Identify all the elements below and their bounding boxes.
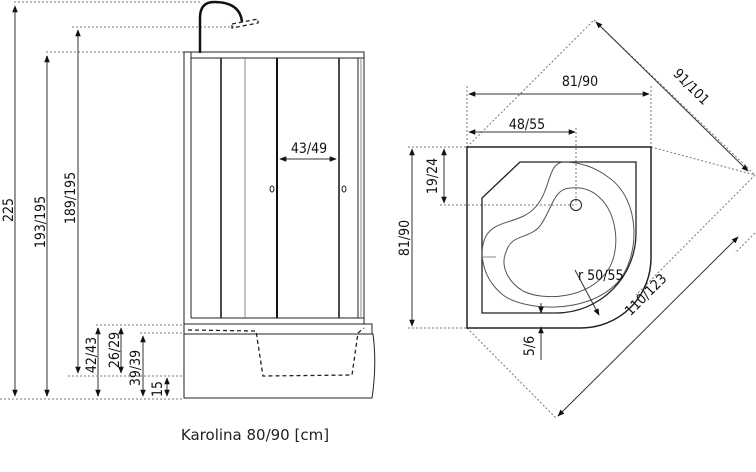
door-handle-icon <box>341 185 347 193</box>
dim-diagonal-front <box>557 236 739 417</box>
label-width: 81/90 <box>562 74 598 90</box>
tray-apron <box>183 333 376 399</box>
tray-rim <box>183 323 373 335</box>
label-diagonal-back: 91/101 <box>670 66 713 109</box>
dim-radius <box>574 269 600 316</box>
basin-inner <box>503 187 617 298</box>
tray-basin-hidden <box>187 327 365 377</box>
label-drain-x: 48/55 <box>509 117 545 133</box>
label-cabin-height: 193/195 <box>33 196 49 248</box>
label-door-height: 189/195 <box>63 172 79 224</box>
dim-diagonal-back <box>595 21 749 172</box>
tray-outline <box>466 146 652 329</box>
front-view: 225 193/195 189/195 42/43 26/29 39/39 15… <box>0 0 376 444</box>
label-drain-y: 19/24 <box>425 158 441 194</box>
label-depth: 81/90 <box>397 220 413 256</box>
label-door-opening: 43/49 <box>291 141 327 157</box>
label-rim: 5/6 <box>522 336 538 356</box>
label-radius: r 50/55 <box>578 268 623 284</box>
shower-head-icon <box>231 18 259 29</box>
label-total-height: 225 <box>1 198 17 222</box>
door-handle-icon <box>269 185 275 193</box>
tray-inner-outline <box>481 161 637 314</box>
label-tray-top: 42/43 <box>84 337 100 373</box>
label-tray-height: 39/39 <box>128 350 144 386</box>
shower-arm-icon <box>198 0 244 53</box>
label-feet: 15 <box>150 381 166 397</box>
caption: Karolina 80/90 [cm] <box>181 426 329 444</box>
basin-outer <box>481 161 635 308</box>
top-view: 81/90 48/55 81/90 19/24 5/6 91/101 110/1… <box>397 19 756 419</box>
label-tray-inner: 26/29 <box>107 332 123 368</box>
drain-icon <box>570 199 582 211</box>
